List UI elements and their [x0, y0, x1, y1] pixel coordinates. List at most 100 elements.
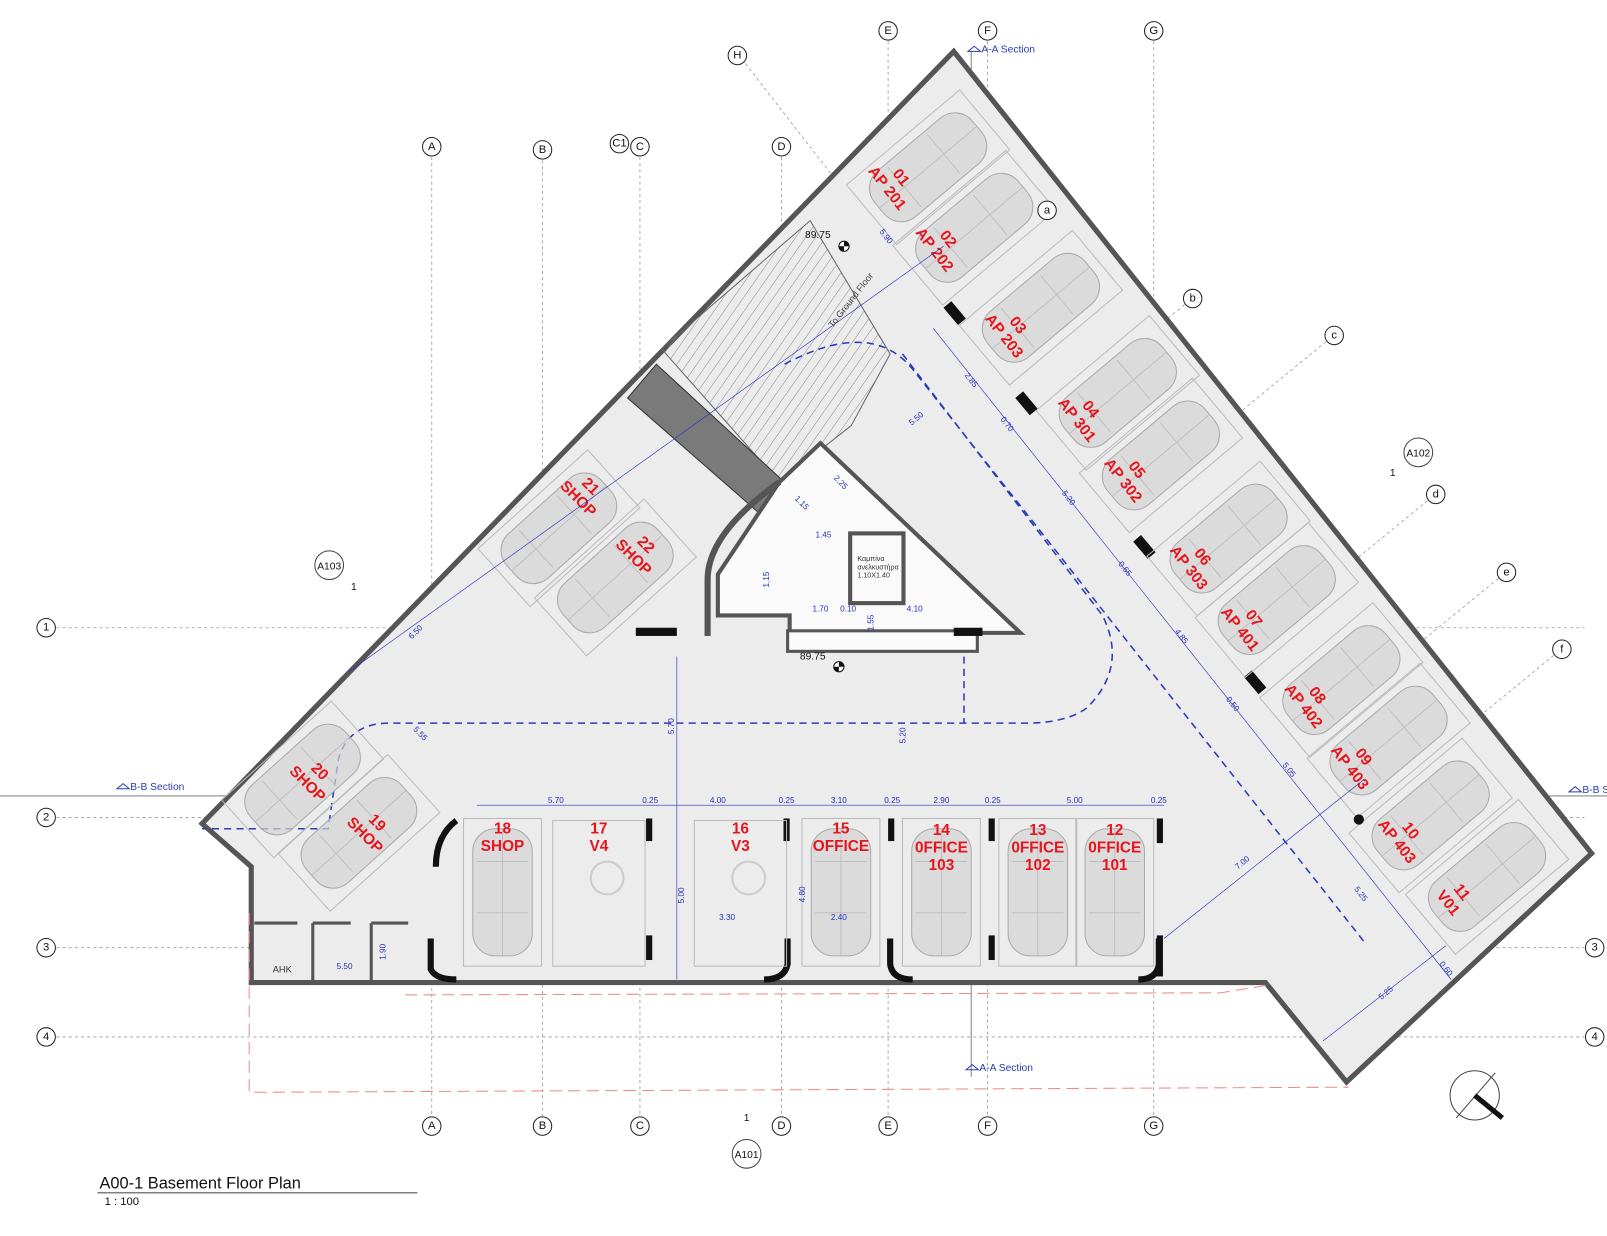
dimension-line	[1322, 945, 1447, 1042]
wall-segment	[1015, 391, 1038, 416]
parking-stall-outline	[845, 89, 1011, 246]
parking-label-num: 09	[1351, 745, 1375, 769]
dimension-label: 5.70	[667, 718, 676, 734]
grid-D-bubble	[771, 137, 792, 157]
grid-row-right-4-label: 4	[1592, 1031, 1598, 1043]
dimension-label: 3.30	[719, 913, 735, 922]
parking-label-num: 02	[936, 227, 960, 251]
grid-bottom-A-label: A	[428, 1120, 436, 1132]
dimension-label: 0.25	[1151, 796, 1167, 805]
grid-diag-b-label: b	[1190, 293, 1196, 305]
view-number: 1	[1390, 468, 1396, 479]
car-icon-detail	[476, 828, 529, 956]
curved-wall	[763, 938, 791, 983]
grid-bottom-A-bubble	[422, 1116, 442, 1136]
wall-segment	[988, 935, 995, 961]
wall-segment	[943, 301, 966, 326]
view-number: 1	[351, 582, 357, 593]
parking-stall-01	[845, 89, 1011, 246]
grid-diag-a-label: a	[1044, 204, 1051, 216]
car-icon-detail	[815, 828, 867, 956]
accessible-stall-16	[693, 820, 788, 967]
elevator-label: Καμπίνα	[857, 555, 884, 563]
parking-label-unit: SHOP	[481, 838, 525, 855]
car-icon-detail	[915, 828, 968, 956]
elevator-label: 1.10X1.40	[857, 571, 890, 579]
parking-stall-07	[1194, 522, 1360, 679]
grid-H-bubble	[727, 45, 748, 66]
dimension-label: 1.90	[379, 943, 388, 959]
parking-stall-18	[463, 817, 542, 967]
parking-label-unit2: 101	[1102, 857, 1128, 874]
grid-C-label: C	[636, 141, 644, 153]
parking-label-num: 17	[590, 820, 607, 837]
view-reference-icon	[314, 550, 345, 581]
parking-stall-02	[891, 149, 1057, 306]
parking-label-unit: V3	[731, 838, 750, 855]
dimension-label: 1.55	[867, 614, 876, 630]
elevator-label: ανελκυστήρα	[857, 563, 898, 571]
parking-stall-outline	[958, 229, 1124, 386]
grid-diag-c-bubble	[1324, 325, 1344, 346]
drawing-scale: 1 : 100	[105, 1196, 139, 1208]
parking-stall-11	[1404, 798, 1570, 955]
dimension-label: 0.25	[985, 796, 1001, 805]
parking-stall-19	[277, 753, 441, 912]
grid-diag-d-bubble	[1425, 484, 1446, 505]
dimension-label: 5.70	[548, 796, 564, 805]
car-icon-detail	[1179, 497, 1278, 580]
car-icon-detail	[925, 186, 1024, 269]
view-sheet: A103	[317, 561, 341, 572]
wall-segment	[646, 818, 653, 842]
car-icon-detail	[1111, 414, 1210, 497]
parking-label-num: 18	[494, 820, 512, 837]
parking-label-num: 15	[832, 820, 850, 837]
grid-A-label: A	[428, 141, 436, 153]
car-icon-detail	[1012, 828, 1064, 956]
grid-bottom-E-bubble	[878, 1116, 898, 1136]
drawing-title: A00-1 Basement Floor Plan	[99, 1175, 300, 1193]
car-icon-detail	[1292, 638, 1391, 722]
dimension-label: 3.10	[831, 796, 847, 805]
grid-bottom-F-label: F	[984, 1120, 991, 1132]
grid-B-bubble	[532, 140, 553, 160]
grid-D-label: D	[777, 141, 785, 153]
dimension-label: 5.50	[337, 962, 353, 971]
parking-stall-outline	[998, 817, 1078, 967]
parking-stall-outline	[1035, 314, 1201, 471]
parking-label-num: 12	[1106, 822, 1123, 839]
curved-wall	[432, 818, 459, 867]
curved-wall	[887, 938, 913, 983]
grid-F-label: F	[984, 25, 991, 37]
dimension-label: 1.70	[812, 604, 828, 613]
dimension-line	[1163, 779, 1365, 939]
building	[198, 47, 1596, 1093]
parking-stall-outline	[1075, 817, 1155, 967]
parking-stall-outline	[901, 817, 981, 967]
dimension-line	[932, 328, 1452, 980]
wall-segment	[888, 818, 895, 842]
grid-diag-e-label: e	[1503, 566, 1509, 578]
parking-label-num: 07	[1241, 607, 1265, 631]
car-icon-detail	[1089, 828, 1141, 956]
grid-bottom-G-label: G	[1149, 1120, 1158, 1132]
parking-stall-08	[1259, 602, 1424, 759]
dimension-label: 2.40	[831, 913, 847, 922]
car-icon-detail	[1381, 774, 1480, 857]
parking-label-unit2: 103	[929, 857, 955, 874]
curved-wall	[427, 938, 457, 983]
grid-bottom-D-label: D	[777, 1120, 785, 1132]
grid-row-3-bubble	[36, 937, 56, 958]
parking-stall-14	[901, 817, 981, 967]
car-icon-detail	[511, 485, 607, 572]
grid-diag-a-bubble	[1037, 200, 1057, 221]
view-sheet: A102	[1406, 448, 1430, 459]
grid-row-2-label: 2	[43, 811, 49, 823]
car-icon-detail	[311, 789, 407, 876]
grid-diag-f-bubble	[1552, 639, 1572, 660]
